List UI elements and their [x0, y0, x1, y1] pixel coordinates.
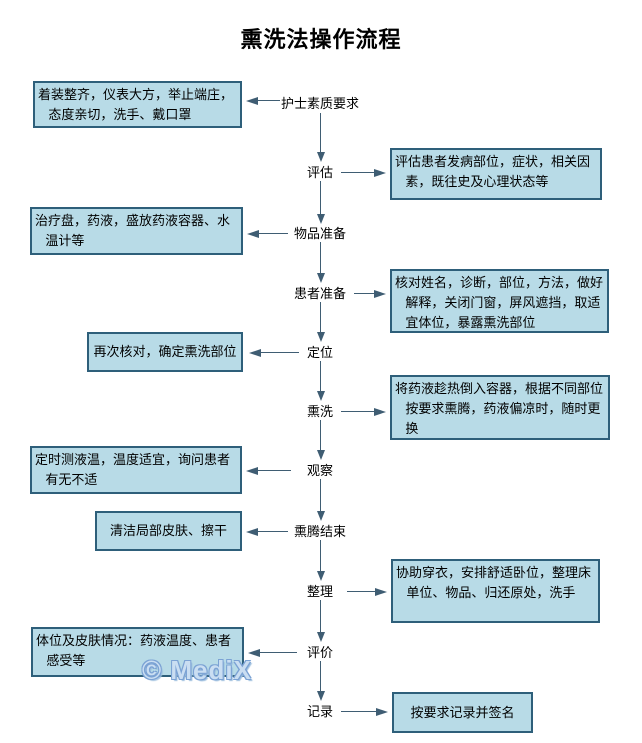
spine-line-10	[320, 661, 321, 691]
connector-assess-line	[341, 172, 374, 173]
arrow-down-icon-3	[317, 273, 325, 283]
arrow-right-icon-tidy	[375, 588, 387, 596]
arrow-down-icon-2	[317, 214, 325, 224]
connector-clean-line	[258, 531, 288, 532]
box-patient-prep: 核对姓名，诊断，部位，方法，做好解释，关闭门窗，屏风遮挡，取适宜体位，暴露熏洗部…	[390, 269, 609, 333]
connector-fumigate-line	[341, 411, 374, 412]
arrow-down-icon-6	[317, 450, 325, 460]
spine-line-1	[320, 113, 321, 152]
arrow-left-icon-evaluate	[248, 649, 260, 657]
connector-nurse-line	[258, 100, 280, 101]
spine-line-2	[320, 181, 321, 214]
spine-line-6	[320, 420, 321, 450]
flow-step-observe: 观察	[306, 463, 334, 478]
spine-line-4	[320, 302, 321, 332]
flow-step-fumigate: 熏洗	[306, 404, 334, 419]
connector-record-line	[341, 711, 376, 712]
connector-observe-line	[258, 470, 291, 471]
arrow-left-icon-nurse	[246, 97, 258, 105]
box-item-prep: 治疗盘，药液，盛放药液容器、水温计等	[30, 207, 243, 255]
arrow-right-icon-record	[376, 708, 388, 716]
medix-watermark: © MediX	[142, 655, 252, 685]
spine-line-8	[320, 540, 321, 571]
box-fumigate: 将药液趁热倒入容器，根据不同部位按要求熏腾，药液偏凉时，随时更换	[390, 375, 610, 440]
flow-step-fumigate-end: 熏腾结束	[293, 524, 347, 539]
arrow-left-icon-locate	[249, 349, 261, 357]
box-record: 按要求记录并签名	[392, 692, 533, 733]
flow-step-locate: 定位	[306, 345, 334, 360]
box-assess: 评估患者发病部位，症状，相关因素，既往史及心理状态等	[390, 148, 602, 200]
page-title: 熏洗法操作流程	[240, 27, 402, 52]
spine-line-7	[320, 479, 321, 511]
flow-step-item-prep: 物品准备	[293, 226, 347, 241]
arrow-down-icon-4	[317, 332, 325, 342]
flow-step-patient-prep: 患者准备	[293, 286, 347, 301]
box-locate: 再次核对，确定熏洗部位	[87, 332, 243, 372]
arrow-left-icon-items	[247, 230, 259, 238]
connector-tidy-line	[347, 591, 375, 592]
arrow-down-icon-5	[317, 391, 325, 401]
spine-line-3	[320, 242, 321, 273]
flow-step-tidy: 整理	[306, 584, 334, 599]
box-fumigate-end: 清洁局部皮肤、擦干	[95, 511, 242, 551]
flow-step-evaluate: 评价	[306, 645, 334, 660]
flow-step-record: 记录	[306, 704, 334, 719]
connector-evaluate-line	[260, 652, 297, 653]
flow-step-nurse-quality: 护士素质要求	[280, 96, 360, 111]
box-evaluate: 体位及皮肤情况：药液温度、患者感受等	[31, 627, 244, 677]
connector-items-line	[259, 233, 288, 234]
box-observe: 定时测液温，温度适宜，询问患者有无不适	[30, 446, 242, 494]
arrow-right-icon-assess	[374, 169, 386, 177]
arrow-left-icon-observe	[246, 467, 258, 475]
arrow-right-icon-fumigate	[374, 408, 386, 416]
arrow-down-icon-8	[317, 571, 325, 581]
arrow-left-icon-clean	[246, 528, 258, 536]
spine-line-5	[320, 361, 321, 391]
connector-patient-line	[354, 293, 374, 294]
arrow-down-icon-1	[317, 152, 325, 162]
connector-locate-line	[261, 352, 299, 353]
arrow-down-icon-7	[317, 511, 325, 521]
spine-line-9	[320, 600, 321, 632]
arrow-down-icon-9	[317, 632, 325, 642]
flow-step-assess: 评估	[306, 165, 334, 180]
arrow-down-icon-10	[317, 691, 325, 701]
box-tidy: 协助穿衣，安排舒适卧位，整理床单位、物品、归还原处，洗手	[391, 559, 600, 623]
box-nurse-quality: 着装整齐，仪表大方，举止端庄，态度亲切，洗手、戴口罩	[33, 81, 242, 128]
arrow-right-icon-patient	[374, 290, 386, 298]
